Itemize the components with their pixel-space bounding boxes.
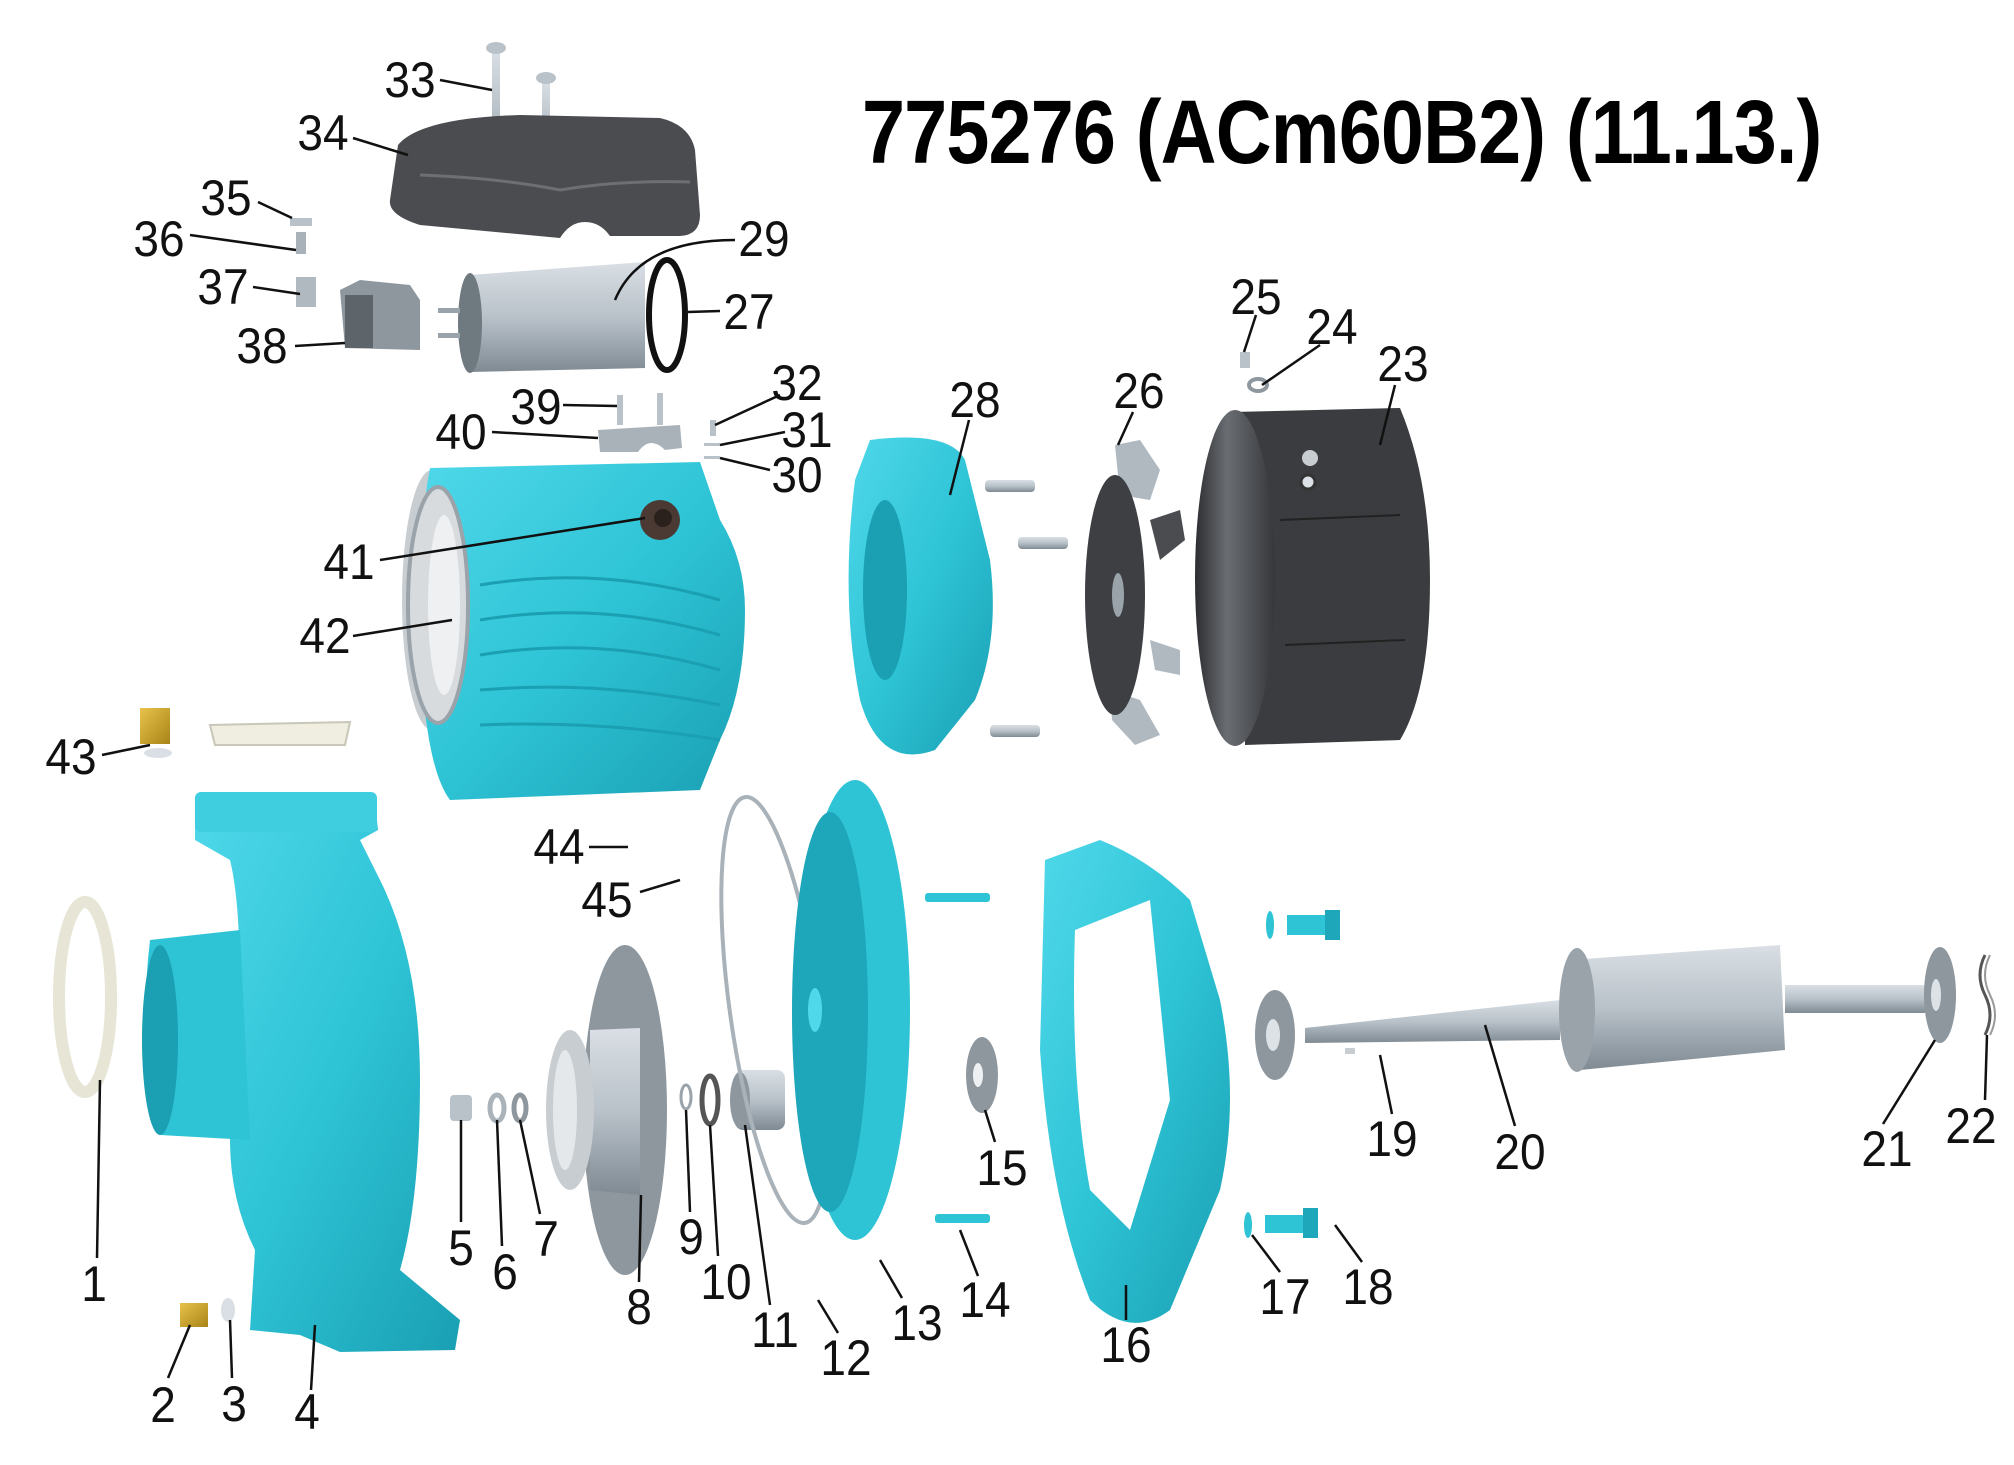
part-label-31: 31 <box>781 402 833 458</box>
part-label-32: 32 <box>771 355 823 411</box>
part-label-29: 29 <box>738 211 790 267</box>
part-label-33: 33 <box>384 52 436 108</box>
part-label-22: 22 <box>1945 1098 1997 1154</box>
part-label-2: 2 <box>150 1377 176 1433</box>
part-29-capacitor <box>460 262 645 372</box>
part-label-14: 14 <box>959 1272 1011 1328</box>
part-label-20: 20 <box>1494 1124 1546 1180</box>
part-label-11: 11 <box>751 1302 799 1358</box>
part-label-4: 4 <box>294 1384 320 1440</box>
part-label-41: 41 <box>323 534 375 590</box>
part-label-26: 26 <box>1113 363 1165 419</box>
part-label-9: 9 <box>678 1209 704 1265</box>
part-label-45: 45 <box>581 872 633 928</box>
part-label-44: 44 <box>533 819 585 875</box>
part-label-35: 35 <box>200 170 252 226</box>
diagram-title: 775276 (ACm60B2) (11.13.) <box>862 83 1822 183</box>
part-label-15: 15 <box>976 1140 1028 1196</box>
part-label-16: 16 <box>1100 1317 1152 1373</box>
part-label-43: 43 <box>45 729 97 785</box>
part-label-25: 25 <box>1230 269 1282 325</box>
part-27-oring <box>646 257 688 373</box>
part-label-28: 28 <box>949 372 1001 428</box>
part-label-3: 3 <box>221 1376 247 1432</box>
part-label-30: 30 <box>771 447 823 503</box>
part-label-38: 38 <box>236 318 288 374</box>
part-label-13: 13 <box>891 1295 943 1351</box>
part-23-fan-cover <box>1195 408 1430 746</box>
part-label-36: 36 <box>133 211 185 267</box>
part-label-40: 40 <box>435 404 487 460</box>
part-label-19: 19 <box>1366 1111 1418 1167</box>
part-label-6: 6 <box>492 1244 518 1300</box>
leader-lines <box>95 78 1989 1391</box>
part-label-7: 7 <box>533 1211 559 1267</box>
part-label-37: 37 <box>197 259 249 315</box>
part-label-42: 42 <box>299 608 351 664</box>
part-8-impeller <box>546 945 667 1275</box>
part-label-27: 27 <box>723 284 775 340</box>
part-label-18: 18 <box>1342 1259 1394 1315</box>
part-label-5: 5 <box>448 1220 474 1276</box>
part-label-12: 12 <box>820 1330 872 1386</box>
part-label-17: 17 <box>1259 1269 1311 1325</box>
part-42-motor-housing <box>402 462 745 800</box>
part-label-39: 39 <box>510 379 562 435</box>
part-label-8: 8 <box>626 1279 652 1335</box>
part-13-seal-plate <box>792 780 910 1240</box>
part-26-fan <box>1085 440 1185 745</box>
part-4-pump-casing <box>142 792 460 1352</box>
part-label-34: 34 <box>297 105 349 161</box>
part-label-21: 21 <box>1861 1121 1913 1177</box>
part-label-23: 23 <box>1377 336 1429 392</box>
part-label-24: 24 <box>1306 299 1358 355</box>
part-label-10: 10 <box>700 1254 752 1310</box>
part-34-cover <box>389 115 700 238</box>
part-label-1: 1 <box>81 1256 107 1312</box>
